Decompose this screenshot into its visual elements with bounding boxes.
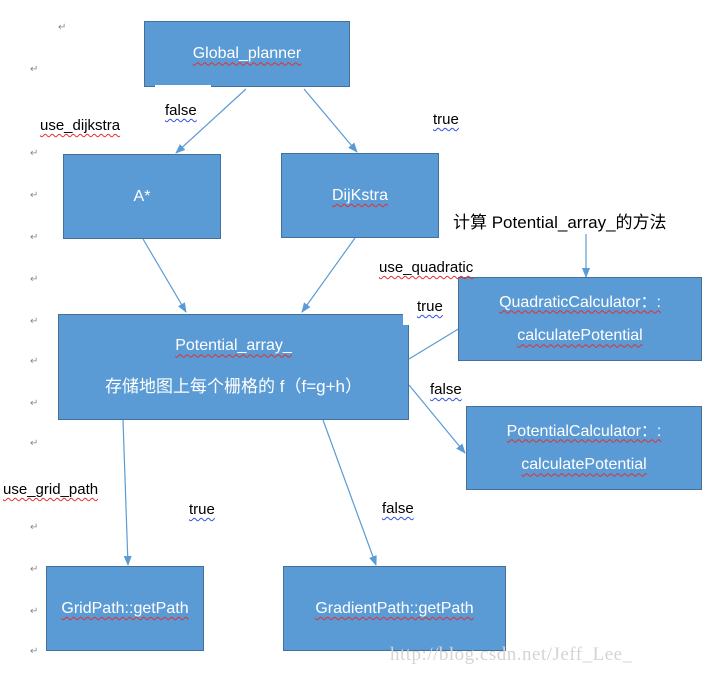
grid-path-node: GridPath::getPath xyxy=(46,566,204,651)
gradient-path-node: GradientPath::getPath xyxy=(283,566,506,651)
calc-method-note: 计算 Potential_array_的方法 xyxy=(453,213,667,232)
false-label: false xyxy=(165,102,197,119)
true-label: true xyxy=(417,298,443,315)
potential-array-node: Potential_array_ 存储地图上每个栅格的 f（f=g+h） xyxy=(58,314,409,420)
paragraph-mark: ↵ xyxy=(30,606,39,617)
global-planner-node: Global_planner xyxy=(144,21,350,87)
potential-calculator-class: PotentialCalculator：: xyxy=(506,422,662,440)
false-label: false xyxy=(382,500,414,517)
quadratic-calculator-method: calculatePotential xyxy=(517,327,643,345)
potential-array-description: 存储地图上每个栅格的 f（f=g+h） xyxy=(105,377,362,397)
paragraph-mark: ↵ xyxy=(30,438,39,449)
astar-label: A* xyxy=(133,187,151,205)
paragraph-mark: ↵ xyxy=(30,356,39,367)
grid-path-label: GridPath::getPath xyxy=(61,599,189,617)
potential-calculator-node: PotentialCalculator：: calculatePotential xyxy=(466,406,702,490)
use-grid-path-label: use_grid_path xyxy=(3,481,99,498)
global-planner-label: Global_planner xyxy=(192,45,302,63)
dijkstra-node: DijKstra xyxy=(281,153,439,238)
paragraph-mark: ↵ xyxy=(30,398,39,409)
quadratic-calculator-node: QuadraticCalculator：: calculatePotential xyxy=(458,277,702,361)
paragraph-mark: ↵ xyxy=(30,564,39,575)
text-box-mask xyxy=(403,312,411,325)
false-label: false xyxy=(430,381,462,398)
true-label: true xyxy=(189,501,215,518)
paragraph-mark: ↵ xyxy=(58,22,67,33)
paragraph-mark: ↵ xyxy=(30,316,39,327)
gradient-path-label: GradientPath::getPath xyxy=(315,599,474,617)
true-label: true xyxy=(433,111,459,128)
astar-node: A* xyxy=(63,154,221,239)
paragraph-mark: ↵ xyxy=(30,190,39,201)
text-box-mask xyxy=(155,85,211,91)
potential-calculator-method: calculatePotential xyxy=(521,456,647,474)
paragraph-mark: ↵ xyxy=(30,148,39,159)
paragraph-mark: ↵ xyxy=(30,522,39,533)
dijkstra-label: DijKstra xyxy=(331,186,388,204)
paragraph-mark: ↵ xyxy=(30,646,39,657)
use-dijkstra-label: use_dijkstra xyxy=(40,117,121,134)
potential-array-title: Potential_array_ xyxy=(175,337,292,355)
use-quadratic-label: use_quadratic xyxy=(379,259,474,276)
paragraph-mark: ↵ xyxy=(30,64,39,75)
quadratic-calculator-class: QuadraticCalculator：: xyxy=(499,293,661,311)
paragraph-mark: ↵ xyxy=(30,274,39,285)
watermark: http://blog.csdn.net/Jeff_Lee_ xyxy=(390,644,633,665)
paragraph-mark: ↵ xyxy=(30,232,39,243)
